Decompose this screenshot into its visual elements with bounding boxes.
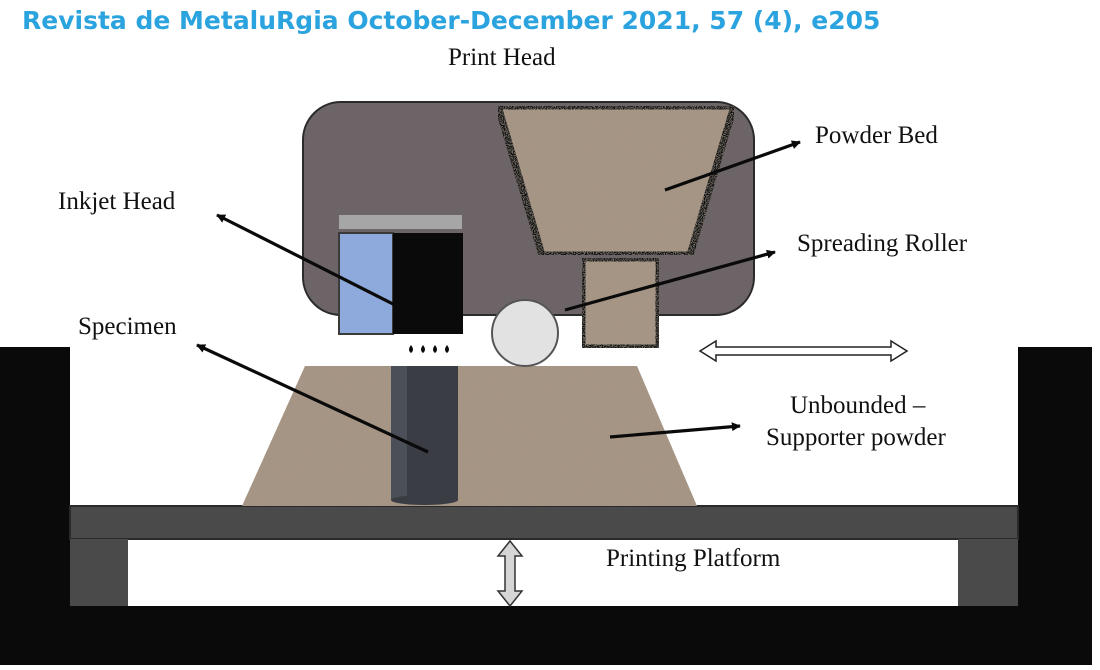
machine-frame [0, 347, 1092, 665]
label-unbounded: Unbounded – [790, 392, 926, 419]
supporter-powder-pile [242, 366, 697, 506]
inkjet-head [338, 215, 463, 335]
label-spreading-roller: Spreading Roller [797, 230, 968, 257]
label-specimen: Specimen [78, 313, 177, 340]
vertical-motion-arrow [496, 539, 524, 608]
inkjet-nozzle-block [393, 233, 463, 334]
leader-arrows [196, 140, 801, 454]
horizontal-motion-arrow [698, 339, 909, 363]
journal-citation: Revista de MetaluRgia October-December 2… [22, 6, 881, 35]
specimen [391, 366, 458, 505]
frame-base [0, 606, 1092, 665]
ink-droplets [409, 345, 449, 353]
label-supporter-powder: Supporter powder [766, 424, 946, 451]
label-print-head: Print Head [448, 44, 556, 71]
arrow-inkjet-head [216, 213, 396, 307]
inkjet-top-bar [339, 215, 462, 229]
printing-platform [69, 505, 1019, 606]
arrow-spreading-roller [564, 249, 776, 312]
label-printing-platform: Printing Platform [606, 545, 781, 572]
label-powder-bed: Powder Bed [815, 122, 938, 149]
spreading-roller [491, 299, 559, 367]
arrow-powder-bed [664, 140, 801, 192]
inkjet-cartridge [338, 232, 394, 335]
arrow-specimen [196, 343, 429, 454]
platform-leg-left [70, 539, 128, 606]
arrow-supporter-powder [609, 422, 741, 439]
platform-beam [69, 505, 1019, 540]
label-inkjet-head: Inkjet Head [58, 188, 176, 215]
platform-leg-right [958, 539, 1018, 606]
